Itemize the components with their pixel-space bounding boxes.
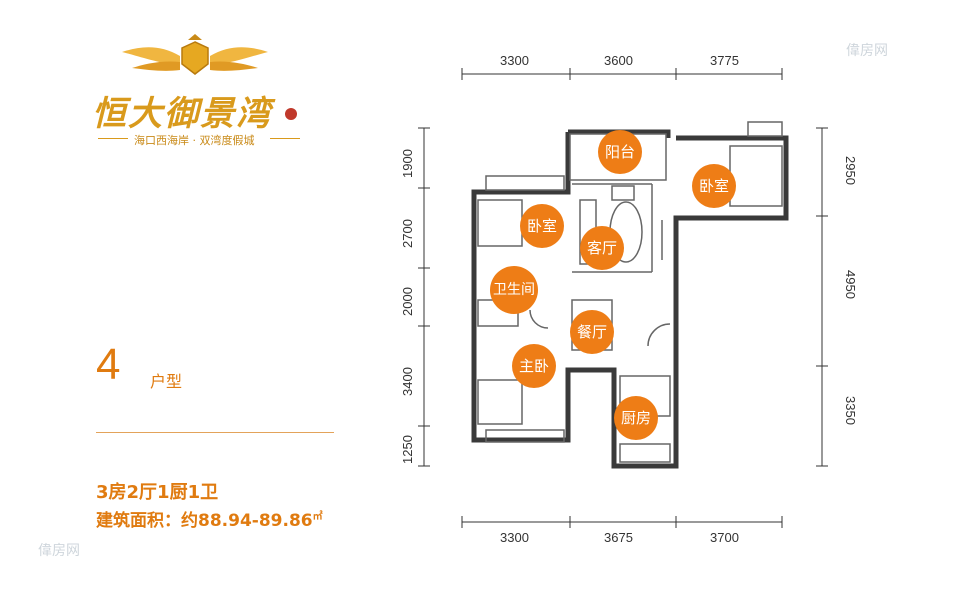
dim-left-5: 1250 xyxy=(400,435,415,464)
room-badge-bedroom-ne: 卧室 xyxy=(692,164,736,208)
dim-right-2: 4950 xyxy=(843,270,858,299)
room-badge-balcony: 阳台 xyxy=(598,130,642,174)
dim-left-4: 3400 xyxy=(400,367,415,396)
dim-top-3: 3775 xyxy=(710,53,739,68)
dim-left-3: 2000 xyxy=(400,287,415,316)
room-badge-dining: 餐厅 xyxy=(570,310,614,354)
brand-rule-left xyxy=(98,138,128,139)
unit-number: 4 xyxy=(96,340,121,389)
room-badge-living: 客厅 xyxy=(580,226,624,270)
brand-rule-right xyxy=(270,138,300,139)
watermark-bottom-left: 偉房网 xyxy=(38,543,80,559)
dim-top-2: 3600 xyxy=(604,53,633,68)
layout-text: 3房2厅1厨1卫 xyxy=(96,482,219,503)
dim-bottom-3: 3700 xyxy=(710,530,739,545)
room-badge-kitchen: 厨房 xyxy=(614,396,658,440)
area-label: 建筑面积：约88.94-89.86 xyxy=(96,511,313,531)
watermark-top-right: 偉房网 xyxy=(846,43,888,59)
divider xyxy=(96,432,334,433)
dim-right-3: 3350 xyxy=(843,396,858,425)
room-badge-bathroom: 卫生间 xyxy=(490,266,538,314)
red-seal-icon xyxy=(285,108,297,120)
brand-name: 恒大御景湾 xyxy=(92,94,272,134)
dim-bottom-2: 3675 xyxy=(604,530,633,545)
area-text: 建筑面积：约88.94-89.86㎡ xyxy=(96,506,323,531)
dim-left-2: 2700 xyxy=(400,219,415,248)
dim-top-1: 3300 xyxy=(500,53,529,68)
room-badge-master: 主卧 xyxy=(512,344,556,388)
brand-logo: 恒大御景湾 海口西海岸 · 双湾度假城 xyxy=(70,34,330,154)
room-badge-bedroom-w: 卧室 xyxy=(520,204,564,248)
brand-subtitle: 海口西海岸 · 双湾度假城 xyxy=(134,134,255,147)
dim-right-1: 2950 xyxy=(843,156,858,185)
wings-emblem-icon xyxy=(122,34,268,75)
area-unit: ㎡ xyxy=(312,511,323,523)
unit-label: 户型 xyxy=(150,372,183,391)
dim-bottom-1: 3300 xyxy=(500,530,529,545)
dim-left-1: 1900 xyxy=(400,149,415,178)
